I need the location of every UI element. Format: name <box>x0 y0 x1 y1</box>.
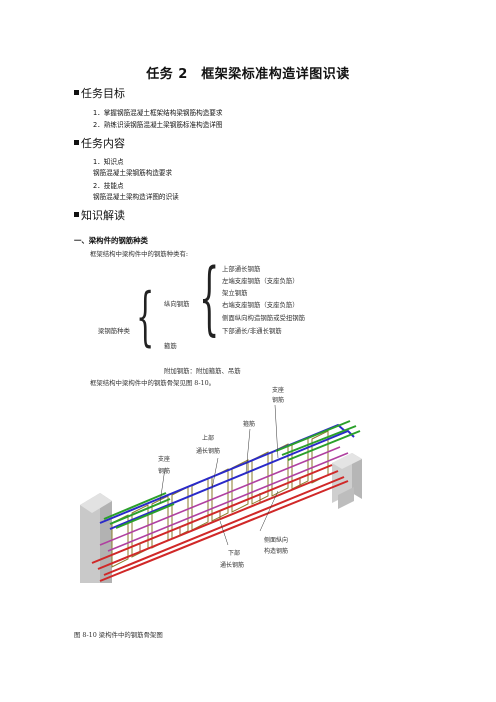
content-item-1: 1．知识点 <box>93 158 124 166</box>
label-support-right-1: 支座 <box>272 386 284 394</box>
goal-item-2: 2．熟练识读钢筋混凝土梁钢筋标准构造详图 <box>93 121 223 129</box>
long-item-1: 上部通长钢筋 <box>222 265 261 273</box>
knowledge-heading-text: 知识解读 <box>81 209 125 222</box>
section-1-heading: 一、梁构件的钢筋种类 <box>74 236 148 245</box>
tie-bars <box>139 477 301 553</box>
leader-lines <box>159 404 279 546</box>
figure-reference: 框架结构中梁构件中的钢筋骨架见图 8-10。 <box>90 379 216 387</box>
figure-caption: 图 8-10 梁构件中的钢筋骨架图 <box>74 631 163 639</box>
root-brace: { <box>136 280 155 354</box>
label-side-long-2: 构造钢筋 <box>264 547 288 555</box>
goals-heading-text: 任务目标 <box>81 87 125 100</box>
long-item-4: 右端支座钢筋（支座负筋） <box>222 301 299 309</box>
square-bullet-icon <box>74 212 79 217</box>
content-item-2: 钢筋混凝土梁钢筋构造要求 <box>93 169 173 177</box>
content-item-3: 2．技能点 <box>93 182 124 190</box>
label-top-through-1: 上部 <box>202 434 214 442</box>
goal-item-1: 1．掌握钢筋混凝土框架结构梁钢筋构造要求 <box>93 109 223 117</box>
label-top-through-2: 通长钢筋 <box>196 447 220 455</box>
label-stirrup: 箍筋 <box>243 420 255 428</box>
label-support-left-1: 支座 <box>158 455 170 463</box>
left-support-bars <box>103 492 175 529</box>
long-item-5: 侧面纵向构造钢筋或受扭钢筋 <box>222 314 306 322</box>
content-item-4: 钢筋混凝土梁构造详图的识读 <box>93 193 179 201</box>
tree-stirrup: 箍筋 <box>164 342 177 350</box>
square-bullet-icon <box>74 90 79 95</box>
knowledge-heading: 知识解读 <box>74 207 125 223</box>
content-heading: 任务内容 <box>74 135 125 151</box>
label-bottom-through-1: 下部 <box>228 549 240 557</box>
long-item-2: 左端支座钢筋（支座负筋） <box>222 277 299 285</box>
tree-longitudinal: 纵向钢筋 <box>164 300 190 308</box>
label-support-right-2: 钢筋 <box>272 396 284 404</box>
long-item-6: 下部通长/非通长钢筋 <box>222 327 282 335</box>
intro-text: 框架结构中梁构件中的钢筋种类有: <box>90 250 189 258</box>
label-support-left-2: 钢筋 <box>158 467 170 475</box>
square-bullet-icon <box>74 140 79 145</box>
goals-heading: 任务目标 <box>74 85 125 101</box>
rebar-cage-figure: 支座 钢筋 箍筋 上部 通长钢筋 支座 钢筋 侧面纵向 构造钢筋 下部 通长钢筋 <box>80 386 362 583</box>
label-side-long-1: 侧面纵向 <box>264 536 288 544</box>
left-column <box>80 493 112 583</box>
label-bottom-through-2: 通长钢筋 <box>220 561 244 569</box>
right-support-bars <box>275 420 361 461</box>
long-item-3: 架立钢筋 <box>222 289 248 297</box>
content-heading-text: 任务内容 <box>81 137 125 150</box>
tree-additional: 附加钢筋：附加箍筋、吊筋 <box>164 367 241 375</box>
page-title: 任务 2 框架梁标准构造详图识读 <box>146 67 350 82</box>
side-longitudinal-bars <box>99 446 349 552</box>
tree-root: 梁钢筋种类 <box>98 327 130 335</box>
bottom-bars <box>91 464 349 582</box>
longitudinal-brace: { <box>199 251 220 344</box>
